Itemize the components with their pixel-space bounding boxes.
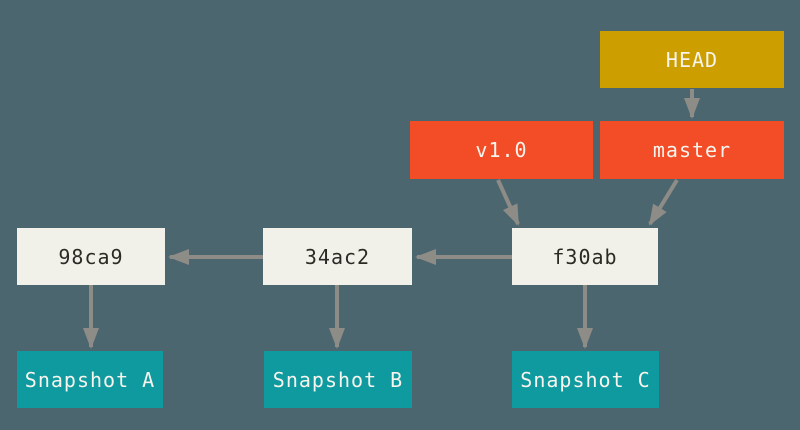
commit-34ac2-box: 34ac2 (263, 228, 412, 285)
arrow-master-to-f30ab (648, 178, 679, 226)
snapshot-b-box: Snapshot B (264, 351, 412, 408)
snapshot-a-box: Snapshot A (17, 351, 163, 408)
commit-f30ab-box: f30ab (512, 228, 658, 285)
snapshot-c-box: Snapshot C (512, 351, 659, 408)
head-pointer-box: HEAD (600, 31, 784, 88)
branch-master-box: master (600, 121, 784, 179)
arrow-v1-to-f30ab (496, 179, 520, 226)
tag-v1-box: v1.0 (410, 121, 593, 179)
commit-98ca9-box: 98ca9 (17, 228, 165, 285)
